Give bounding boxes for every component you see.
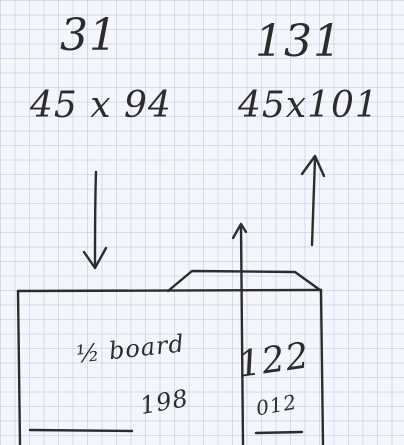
measure-line-198 [28, 428, 134, 433]
right-dimensions-label: 45x101 [238, 85, 379, 126]
left-quantity-label: 31 [60, 10, 118, 61]
measure-right-top-label: 122 [235, 335, 313, 386]
right-quantity-label: 131 [255, 16, 342, 67]
arrow-down-icon [82, 170, 108, 270]
board-outline [16, 288, 325, 445]
cut-line-arrow-icon [231, 222, 248, 445]
measure-right-bottom-label: 012 [254, 389, 299, 421]
left-dimensions-label: 45 x 94 [30, 85, 172, 126]
arrow-up-icon [300, 154, 326, 247]
measure-line-012 [254, 430, 304, 435]
box-top-bevel [166, 269, 322, 293]
